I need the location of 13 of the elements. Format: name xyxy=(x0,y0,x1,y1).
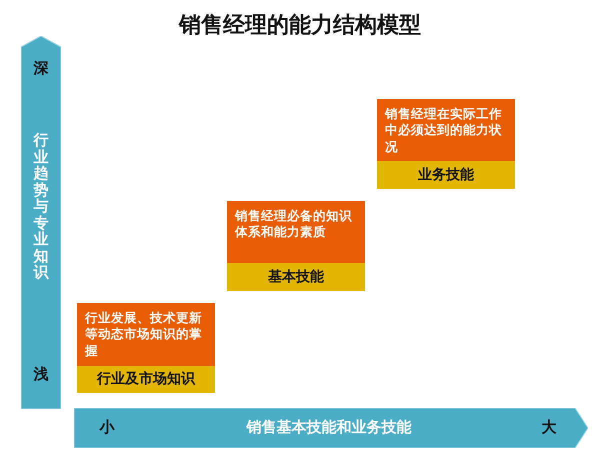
axis-end-label: 大 xyxy=(540,418,558,437)
description-box: 行业发展、技术更新等动态市场知识的掌握 xyxy=(77,303,215,366)
axis-end-label: 小 xyxy=(98,418,116,437)
diagram-title: 销售经理的能力结构模型 xyxy=(177,12,422,40)
skill-label: 业务技能 xyxy=(377,161,515,189)
axis-end-label: 浅 xyxy=(34,366,48,382)
axis-title: 销售基本技能和业务技能 xyxy=(245,418,412,437)
description-box: 销售经理必备的知识体系和能力素质 xyxy=(227,201,365,263)
description-box: 销售经理在实际工作中必须达到的能力状况 xyxy=(377,99,515,161)
skill-label: 基本技能 xyxy=(227,263,365,291)
axis-title: 行业趋势与专业知识 xyxy=(34,132,48,280)
skill-label: 行业及市场知识 xyxy=(77,366,215,393)
axis-end-label: 深 xyxy=(34,60,48,76)
